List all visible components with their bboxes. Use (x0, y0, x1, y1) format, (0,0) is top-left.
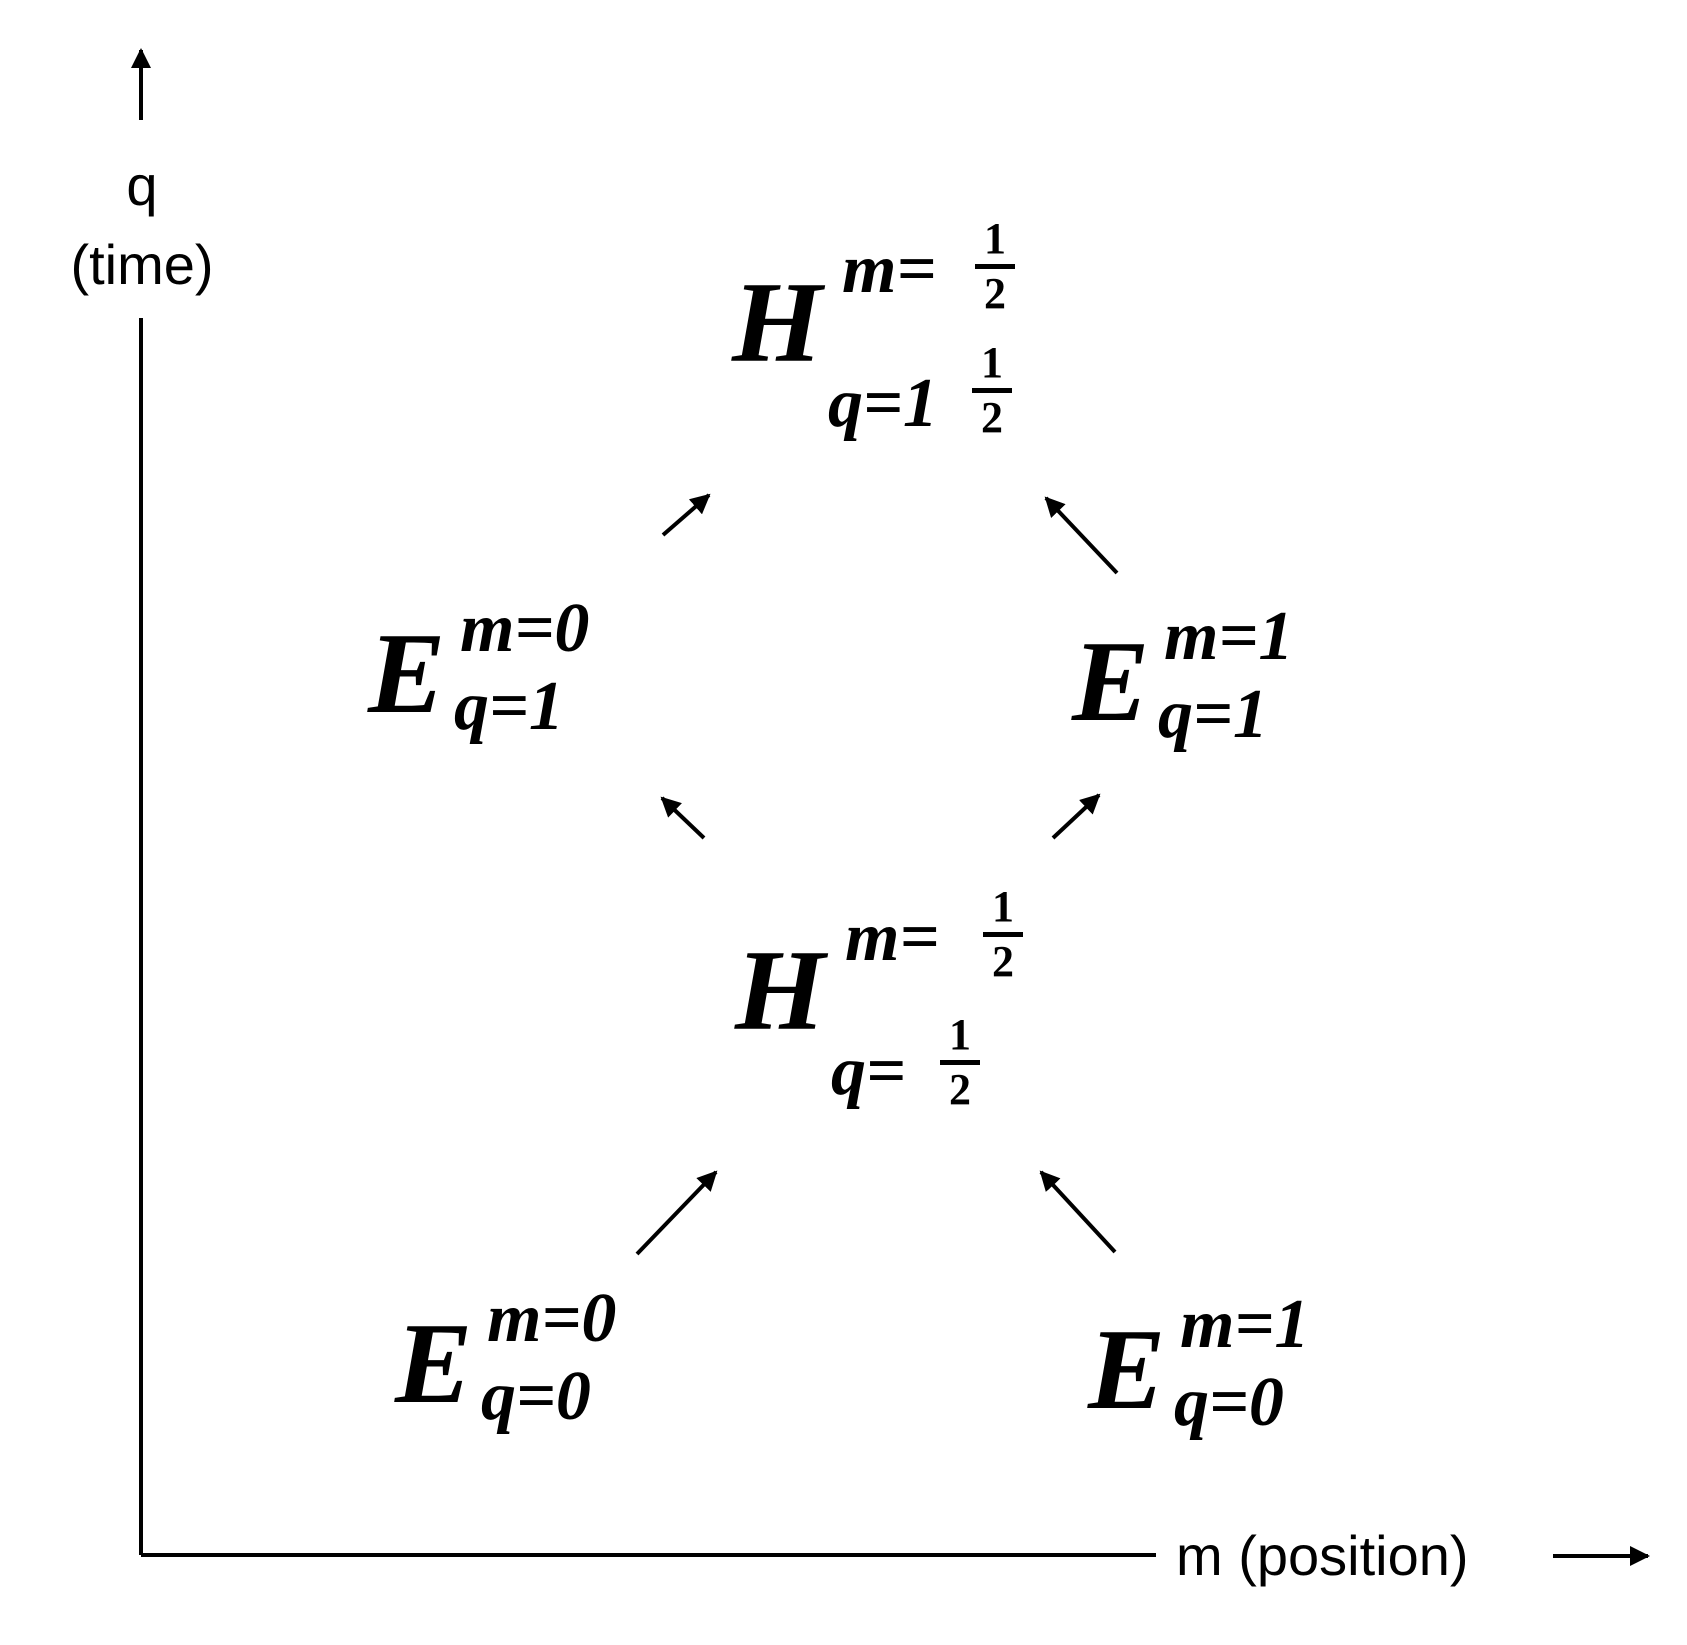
node-superscript: m=0 (460, 590, 590, 667)
fraction-denominator: 2 (984, 269, 1006, 318)
node-superscript: m=1 (1164, 598, 1294, 675)
node-subscript: q=0 (481, 1358, 591, 1435)
y-axis-label: q (126, 154, 158, 217)
node-superscript: m=1 (1180, 1286, 1310, 1363)
node-superscript-prefix: m= (842, 231, 937, 308)
fraction-denominator: 2 (949, 1065, 971, 1114)
node-base-symbol: E (395, 1300, 473, 1428)
fraction-bar (972, 388, 1012, 393)
fraction-denominator: 2 (992, 937, 1014, 986)
arrow-h-half-to-e10 (660, 796, 706, 840)
node-base-symbol: E (1088, 1306, 1166, 1434)
fraction-bar (975, 264, 1015, 269)
node-superscript-prefix: m= (845, 899, 940, 976)
node-superscript: m=0 (487, 1280, 617, 1357)
fraction-numerator: 1 (992, 882, 1014, 931)
node-subscript-prefix: q=1 (828, 365, 938, 442)
fraction-bar (940, 1060, 980, 1065)
node-subscript: q=0 (1174, 1364, 1284, 1441)
fraction-numerator: 1 (949, 1010, 971, 1059)
node-base-symbol: E (1072, 618, 1150, 746)
node-subscript-prefix: q= (831, 1033, 906, 1110)
fraction-numerator: 1 (984, 214, 1006, 263)
node-subscript-fraction: 1 2 (972, 341, 1012, 440)
arrow-e10-to-h-one-half (661, 493, 711, 537)
y-axis-sublabel: (time) (70, 233, 214, 296)
node-base-symbol: E (368, 610, 446, 738)
arrow-e11-to-h-one-half (1044, 496, 1119, 575)
node-base-symbol: H (732, 259, 823, 387)
node-superscript-fraction: 1 2 (975, 217, 1015, 316)
node-subscript: q=1 (1158, 676, 1268, 753)
node-subscript: q=1 (454, 668, 564, 745)
fraction-numerator: 1 (981, 338, 1003, 387)
x-axis-label: m (position) (1176, 1524, 1469, 1587)
arrow-h-half-to-e11 (1051, 793, 1101, 840)
arrow-e01-to-h-half (1039, 1170, 1117, 1254)
arrow-e00-to-h-half (635, 1170, 718, 1256)
fraction-bar (983, 932, 1023, 937)
node-subscript-fraction: 1 2 (940, 1013, 980, 1112)
node-superscript-fraction: 1 2 (983, 885, 1023, 984)
fraction-denominator: 2 (981, 393, 1003, 442)
node-base-symbol: H (735, 927, 826, 1055)
